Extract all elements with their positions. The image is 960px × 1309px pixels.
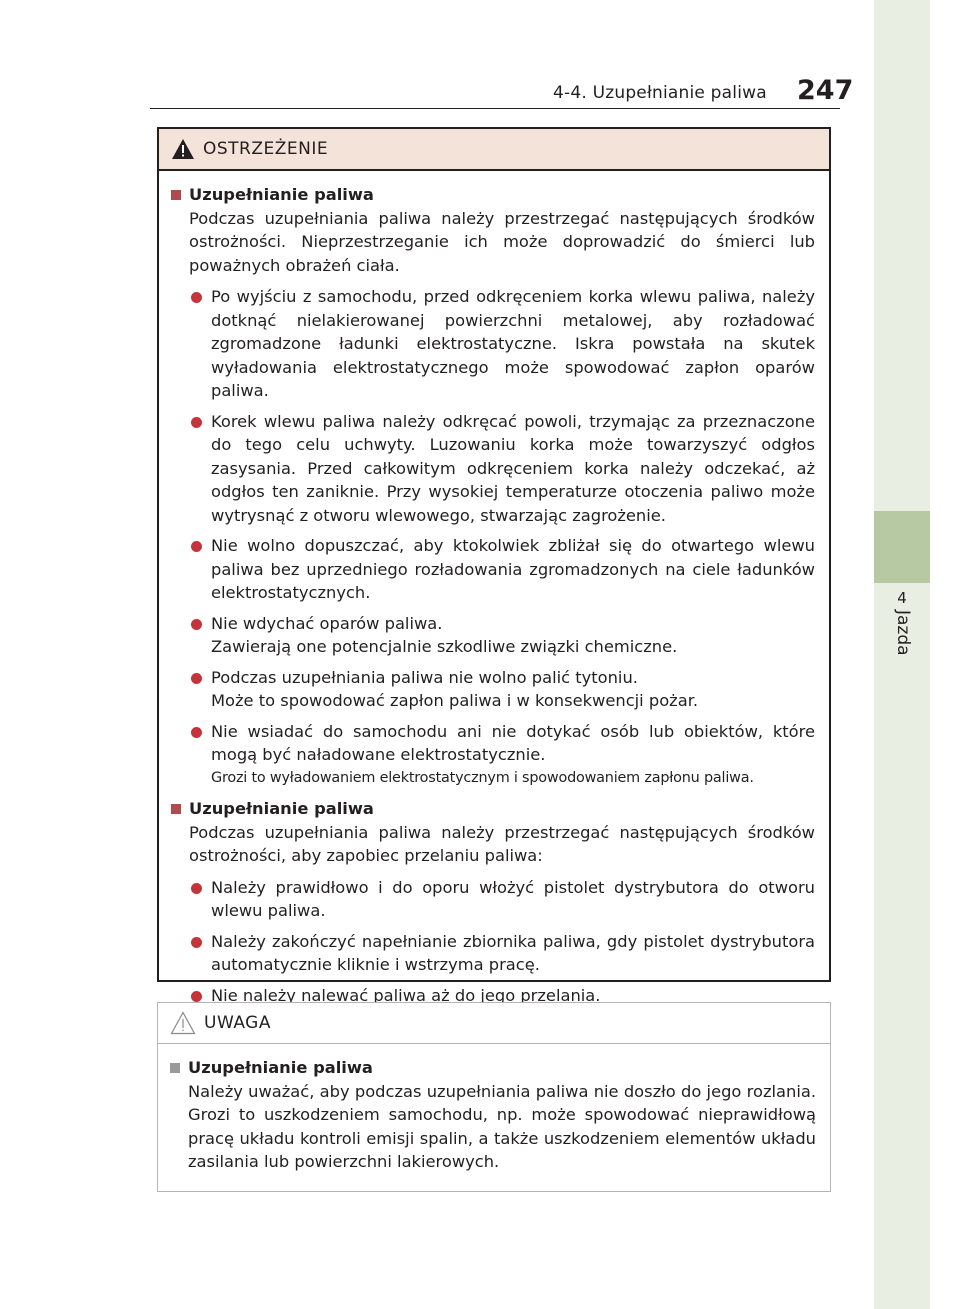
warning-triangle-icon [172,139,194,159]
page-header-section: 4-4. Uzupełnianie paliwa [553,83,767,103]
page-number: 247 [797,75,854,106]
warning-title: OSTRZEŻENIE [203,139,329,159]
bullet-text: Korek wlewu paliwa należy odkręcać powol… [211,411,815,525]
side-tab-rail [874,0,930,1309]
bullet-text: Należy zakończyć napełnianie zbiornika p… [211,931,815,975]
bullet-dot-icon [191,726,202,738]
list-item: Nie wolno dopuszczać, aby ktokolwiek zbl… [171,534,815,605]
list-item: Należy prawidłowo i do oporu włożyć pist… [171,876,815,923]
notice-box: UWAGA Uzupełnianie paliwa Należy uważać,… [157,1002,831,1192]
notice-body: Uzupełnianie paliwa Należy uważać, aby p… [158,1044,830,1174]
warning-box: OSTRZEŻENIE Uzupełnianie paliwa Podczas … [157,127,831,1005]
list-item: Podczas uzupełniania paliwa nie wolno pa… [171,666,815,713]
bullet-text: Nie wsiadać do samochodu ani nie dotykać… [211,721,815,765]
bullet-text: Podczas uzupełniania paliwa nie wolno pa… [211,667,638,687]
list-item: Należy zakończyć napełnianie zbiornika p… [171,930,815,977]
bullet-dot-icon [191,882,202,894]
list-item: Nie należy nalewać paliwa aż do jego prz… [171,984,815,1008]
bullet-text: Nie należy nalewać paliwa aż do jego prz… [211,985,601,1005]
bullet-text: Po wyjściu z samochodu, przed odkręcenie… [211,287,815,400]
bullet-text: Nie wolno dopuszczać, aby ktokolwiek zbl… [211,536,815,602]
list-item: Korek wlewu paliwa należy odkręcać powol… [171,410,815,528]
warning-section-intro: Podczas uzupełniania paliwa należy przes… [189,208,815,275]
list-item: Nie wdychać oparów paliwa. Zawierają one… [171,612,815,659]
bullet-dot-icon [191,416,202,428]
bullet-text: Należy prawidłowo i do oporu włożyć pist… [211,877,815,921]
warning-header: OSTRZEŻENIE [159,129,829,171]
caution-triangle-outline-icon [170,1011,196,1035]
side-tab-active [874,511,930,583]
warning-section-intro: Podczas uzupełniania paliwa należy przes… [189,822,815,866]
side-tab-label: Jazda [893,610,913,656]
bullet-dot-icon [191,990,202,1002]
bullet-dot-icon [191,292,202,303]
list-item: Po wyjściu z samochodu, przed odkręcenie… [171,285,815,403]
notice-heading: Uzupełnianie paliwa [170,1056,816,1080]
list-item: Nie wsiadać do samochodu ani nie dotykać… [171,720,815,791]
bullet-note: Grozi to wyładowaniem elektrostatycznym … [211,769,754,786]
bullet-dot-icon [191,618,202,630]
warning-section-heading: Uzupełnianie paliwa [171,797,815,821]
notice-header: UWAGA [158,1003,830,1044]
bullet-dot-icon [191,541,202,552]
warning-body: Uzupełnianie paliwa Podczas uzupełniania… [159,171,829,1007]
bullet-dot-icon [191,936,202,948]
header-rule [150,108,840,109]
bullet-text: Nie wdychać oparów paliwa. [211,613,443,633]
notice-text: Należy uważać, aby podczas uzupełniania … [188,1081,816,1172]
notice-title: UWAGA [204,1013,271,1033]
warning-section-heading: Uzupełnianie paliwa [171,183,815,207]
bullet-note: Zawierają one potencjalnie szkodliwe zwi… [211,637,678,656]
side-tab-number: 4 [897,589,907,607]
bullet-note: Może to spowodować zapłon paliwa i w kon… [211,691,699,710]
bullet-dot-icon [191,672,202,684]
